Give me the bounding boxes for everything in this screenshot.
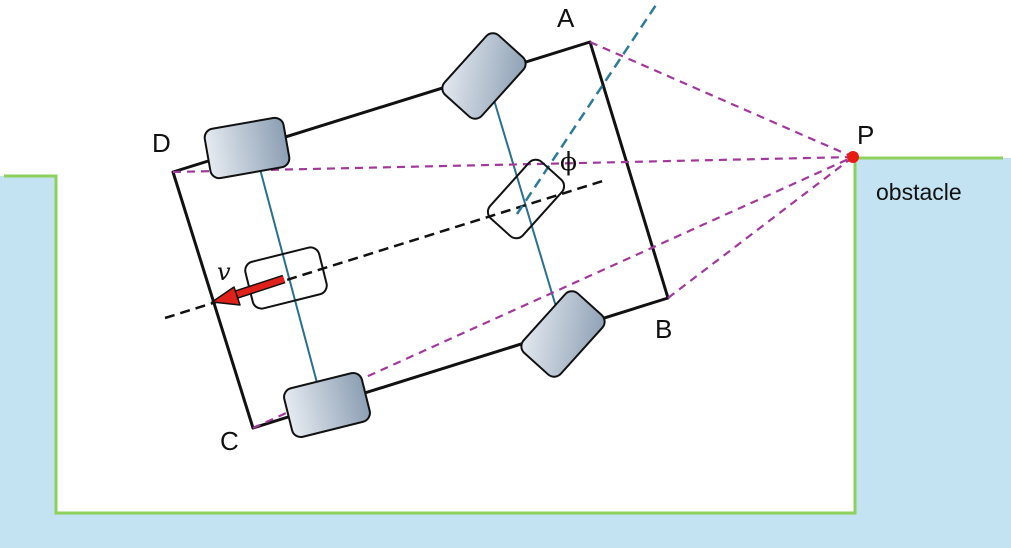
virtual-wheel-front <box>486 158 566 240</box>
parking-slot-border <box>4 156 1003 515</box>
velocity-arrow <box>211 274 286 306</box>
clearance-line-c <box>252 155 854 430</box>
clearance-line-d <box>172 155 854 174</box>
vehicle-centerline <box>164 178 607 320</box>
wheel-front-right <box>520 290 606 378</box>
velocity-label: v <box>217 258 231 286</box>
obstacle-label: obstacle <box>876 179 962 205</box>
wheel-rear-left <box>203 116 291 180</box>
wheel-front-left <box>441 32 527 120</box>
steering-direction-line <box>515 1 660 215</box>
corner-label-a: A <box>557 3 575 33</box>
clearance-line-a <box>589 40 854 159</box>
point-label-p: P <box>857 120 874 150</box>
steering-angle-label: ϕ <box>560 147 577 176</box>
point-p-marker <box>847 151 859 163</box>
clearance-line-b <box>667 156 854 299</box>
corner-label-c: C <box>220 426 239 456</box>
corner-label-b: B <box>655 314 672 344</box>
parking-slot-ground <box>0 158 1011 548</box>
wheel-rear-right <box>283 371 371 439</box>
rear-axle <box>255 153 321 395</box>
clearance-lines <box>172 40 854 430</box>
corner-label-d: D <box>152 128 171 158</box>
